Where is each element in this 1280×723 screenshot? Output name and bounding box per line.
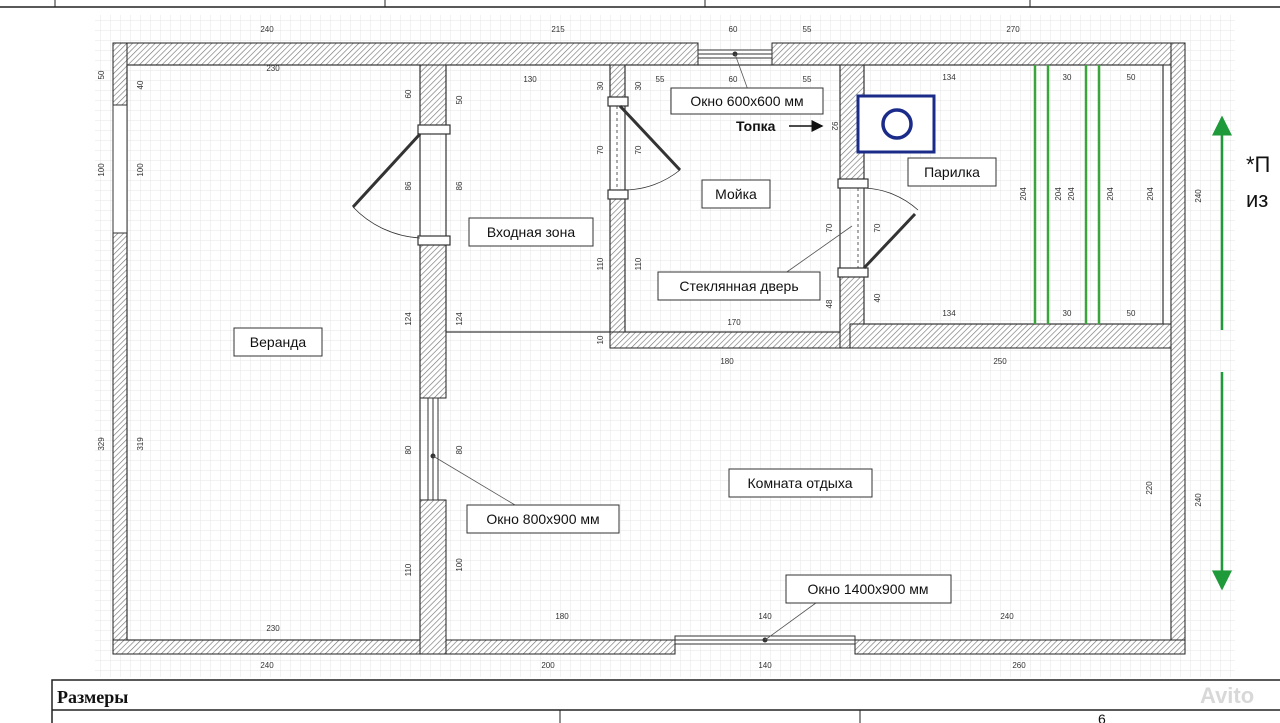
dim-left-inner-3: 319 [136, 437, 145, 451]
dim-wash-inner-3: 110 [634, 257, 643, 270]
avito-watermark: Avito [1200, 683, 1254, 708]
dim-wash-right-3: 48 [825, 299, 834, 308]
dim-steam-height-5: 204 [1146, 187, 1155, 201]
dim-top-outer-3: 60 [729, 25, 738, 34]
dim-steam-height-2: 204 [1054, 187, 1063, 201]
side-note-line-1: *П [1246, 152, 1270, 177]
dim-right-outer-2: 240 [1194, 493, 1203, 507]
dim-entry-left-4: 80 [455, 445, 464, 454]
dim-bottom-inner-4: 240 [1000, 612, 1014, 621]
bottom-table [51, 679, 1280, 723]
dim-wash-right-1: 92 [830, 122, 839, 131]
dim-left-outer-1: 50 [97, 70, 106, 79]
label-wash: Мойка [715, 186, 757, 202]
dim-wash-left-3: 110 [596, 257, 605, 270]
dim-bottom-outer-3: 140 [758, 661, 772, 670]
dim-bottom-inner-2: 180 [555, 612, 569, 621]
dim-top-inner-3: 55 [656, 75, 665, 84]
dimensions: 240 215 60 55 270 230 130 55 60 55 134 3… [97, 25, 1203, 670]
top-table-strip [0, 0, 1280, 8]
dim-mid-1: 180 [720, 357, 734, 366]
dim-steam-height-1: 204 [1019, 187, 1028, 201]
dim-top-outer-4: 55 [803, 25, 812, 34]
dim-bottom-inner-3: 140 [758, 612, 772, 621]
dim-rest-right: 220 [1145, 481, 1154, 495]
callout-window-mid: Окно 800x900 мм [486, 511, 599, 527]
room-labels: Веранда Входная зона Мойка Парилка Комна… [233, 157, 997, 498]
dim-steam-bottom-1: 134 [942, 309, 956, 318]
dim-top-inner-4: 60 [729, 75, 738, 84]
dim-bottom-outer-1: 240 [260, 661, 274, 670]
stove-circle [881, 108, 913, 140]
label-entry: Входная зона [487, 224, 575, 240]
dim-left-inner-1: 40 [136, 80, 145, 89]
table-cell-value: 6 [1098, 711, 1106, 723]
dim-entry-left-5: 100 [455, 558, 464, 572]
label-rest: Комната отдыха [748, 475, 853, 491]
dim-wash-left-2: 70 [596, 145, 605, 154]
dim-veranda-right-5: 110 [404, 563, 413, 576]
dim-wash-left-1: 30 [596, 81, 605, 90]
dim-top-inner-6: 134 [942, 73, 956, 82]
dim-wash-bottom: 170 [727, 318, 741, 327]
dim-left-outer-3: 329 [97, 437, 106, 451]
dim-top-inner-7: 30 [1063, 73, 1072, 82]
dim-bottom-outer-2: 200 [541, 661, 555, 670]
callout-stove: Топка [736, 118, 776, 134]
dim-veranda-right-2: 86 [404, 181, 413, 190]
dim-veranda-right-1: 60 [404, 89, 413, 98]
dim-top-outer-1: 240 [260, 25, 274, 34]
dim-left-inner-2: 100 [136, 163, 145, 177]
dim-mid-2: 250 [993, 357, 1007, 366]
callout-window-small: Окно 600x600 мм [690, 93, 803, 109]
side-note-line-2: из [1246, 187, 1268, 212]
dim-top-inner-1: 230 [266, 64, 280, 73]
walls [112, 42, 1186, 655]
stove-box [856, 94, 936, 154]
dim-bottom-inner-1: 230 [266, 624, 280, 633]
dim-top-inner-2: 130 [523, 75, 537, 84]
dim-top-outer-5: 270 [1006, 25, 1020, 34]
dim-right-outer-1: 240 [1194, 189, 1203, 203]
dim-steam-left-2: 40 [873, 293, 882, 302]
dim-entry-left-1: 50 [455, 95, 464, 104]
dim-steam-left-1: 70 [873, 223, 882, 232]
dim-left-outer-2: 100 [97, 163, 106, 177]
label-veranda: Веранда [250, 334, 307, 350]
callouts: Окно 600x600 мм Топка Стеклянная дверь О… [466, 87, 952, 604]
table-header: Размеры [57, 687, 128, 707]
bench-lines [1033, 65, 1101, 324]
dim-wash-inner-2: 70 [634, 145, 643, 154]
dim-top-inner-5: 55 [803, 75, 812, 84]
dim-top-inner-8: 50 [1127, 73, 1136, 82]
dim-bottom-outer-4: 260 [1012, 661, 1026, 670]
dim-entry-left-2: 86 [455, 181, 464, 190]
dim-wash-left-4: 10 [596, 335, 605, 344]
dim-veranda-right-3: 124 [404, 312, 413, 326]
dim-entry-left-3: 124 [455, 312, 464, 326]
dim-veranda-right-4: 80 [404, 445, 413, 454]
leader-lines [432, 53, 853, 641]
dim-wash-inner-1: 30 [634, 81, 643, 90]
label-steam: Парилка [924, 164, 980, 180]
dim-steam-height-4: 204 [1106, 187, 1115, 201]
dim-steam-height-3: 204 [1067, 187, 1076, 201]
dim-wash-right-2: 70 [825, 223, 834, 232]
dim-steam-bottom-2: 30 [1063, 309, 1072, 318]
dim-top-outer-2: 215 [551, 25, 565, 34]
doors [351, 96, 919, 278]
callout-glass-door: Стеклянная дверь [679, 278, 798, 294]
dim-steam-bottom-3: 50 [1127, 309, 1136, 318]
callout-window-big: Окно 1400x900 мм [807, 581, 928, 597]
